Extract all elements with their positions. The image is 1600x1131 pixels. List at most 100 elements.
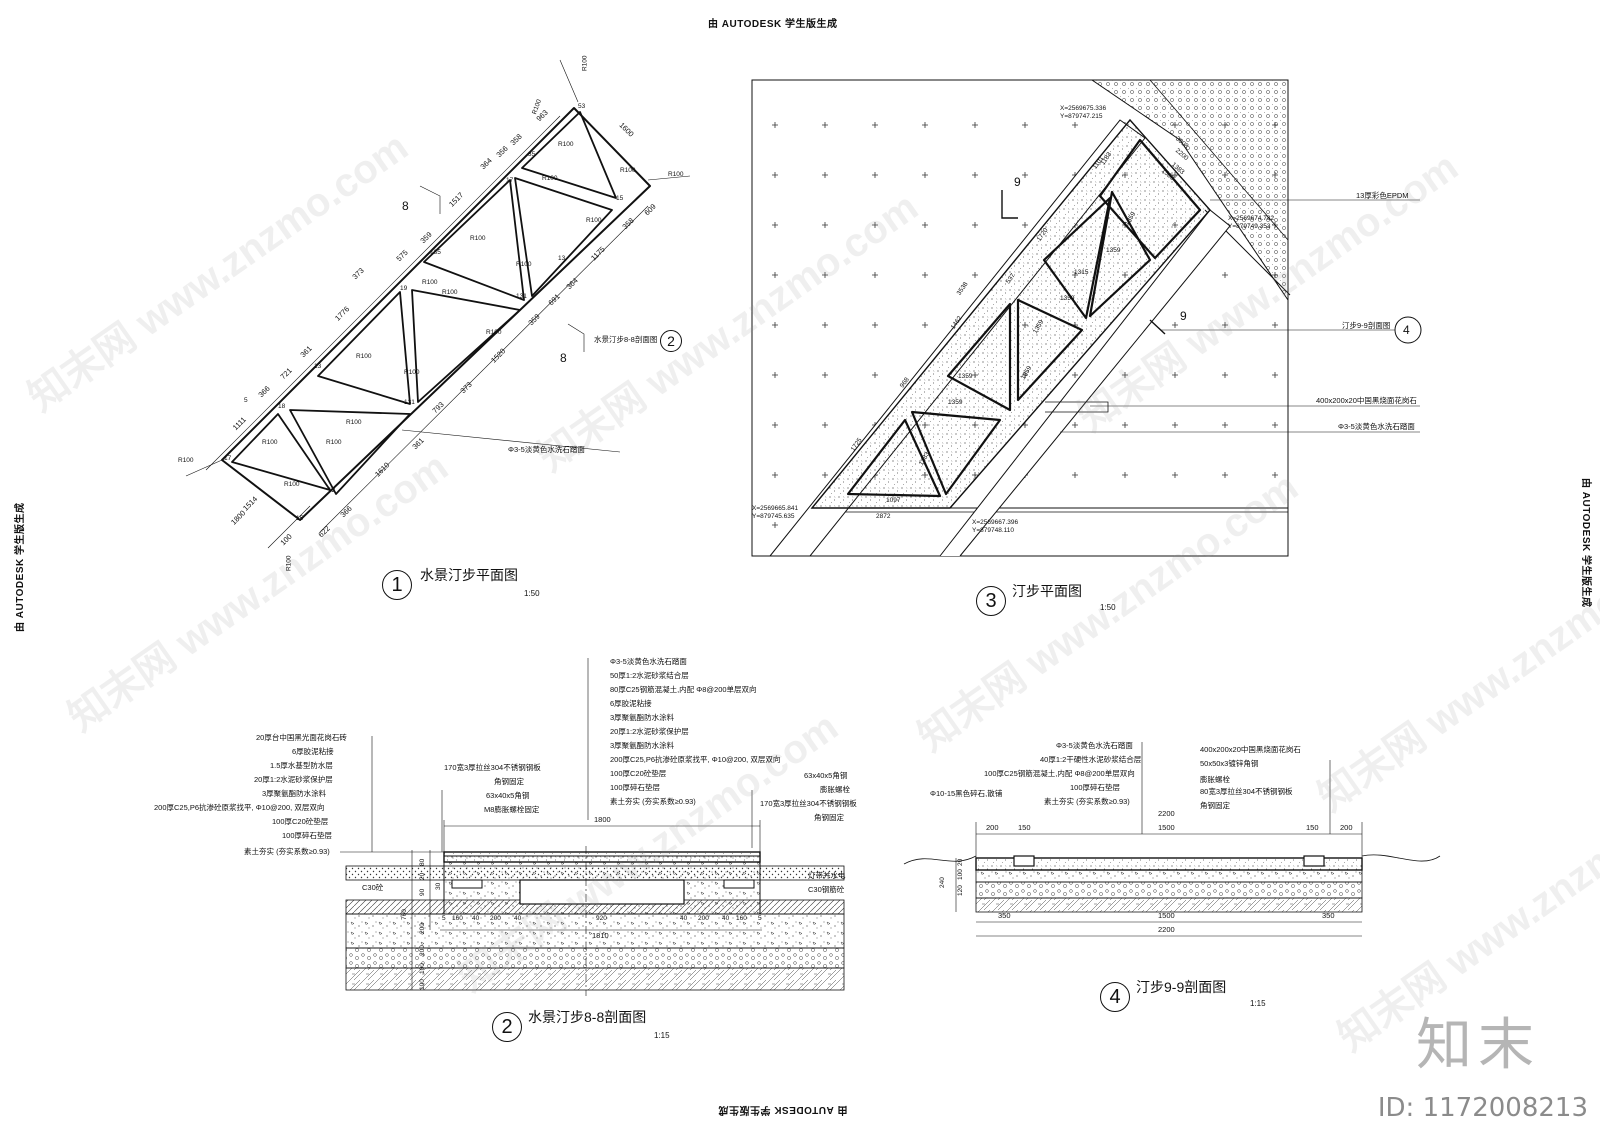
d3-dim: 1315 — [1074, 269, 1089, 276]
d1-node-label: 53 — [578, 103, 586, 110]
d3-callout: 汀步9-9剖面图 — [1342, 321, 1391, 330]
d2-dim-bottom: 40 — [514, 915, 522, 922]
d2-layer-left: 100厚碎石垫层 — [282, 831, 333, 840]
d4-right-note: 50x50x3镀锌角钢 — [1200, 759, 1259, 768]
d2-c30-label: C30砼 — [362, 883, 384, 892]
d3-section-mark: 9 — [1014, 175, 1021, 189]
d2-layer-left: 200厚C25,P6抗渗砼原浆找平, Φ10@200, 双层双向 — [154, 803, 325, 812]
d2-dim-left: 80 — [419, 858, 426, 866]
d1-callout-number: 2 — [660, 330, 682, 352]
d3-callout: 13厚彩色EPDM — [1356, 191, 1409, 200]
d1-radius: R100 — [404, 369, 420, 376]
d1-radius: R100 — [356, 353, 372, 360]
d2-layer-left: 1.5厚水基型防水层 — [270, 761, 333, 770]
d3-epdm — [1090, 79, 1289, 302]
d1-node-label: 12 — [328, 487, 336, 494]
d2-dim-left: 30 — [435, 882, 442, 890]
d1-dimension-lines — [185, 59, 691, 549]
drawing-3-title: 汀步平面图 — [1012, 583, 1082, 599]
edge-label-right: 由 AUTODESK 学生版生成 — [1580, 478, 1591, 608]
d1-node-label: 5 — [244, 397, 248, 404]
d2-note-left: M8膨胀螺栓固定 — [484, 805, 540, 814]
d2-layer-left: 6厚胶泥粘接 — [292, 747, 334, 756]
d1-radius: R100 — [442, 289, 458, 296]
drawing-4-number: 4 — [1100, 982, 1130, 1012]
d1-radius: R100 — [178, 457, 194, 464]
drawing-2-number: 2 — [492, 1012, 522, 1042]
d2-dim-total: 1810 — [592, 931, 609, 940]
d4-dim-left: 20 — [957, 858, 964, 866]
d4-dim-left: 240 — [939, 877, 946, 888]
d1-section-mark: 8 — [402, 199, 409, 213]
d4-pebble: Φ10-15黑色碎石,散铺 — [930, 789, 1003, 798]
d2-dim-bottom: 40 — [680, 915, 688, 922]
d1-node-label: 15 — [616, 195, 624, 202]
d1-radius: R100 — [285, 555, 293, 572]
d4-dim-top: 200 — [1340, 823, 1353, 832]
d3-callout: Φ3-5淡黄色水洗石踏面 — [1338, 422, 1415, 431]
d1-radius: R100 — [558, 141, 574, 148]
d4-dim-bottom: 350 — [1322, 911, 1335, 920]
d1-section-mark-2: 8 — [560, 351, 567, 365]
d2-dim-bottom: 200 — [490, 915, 501, 922]
d3-coord-x: X=2569667.396 — [972, 519, 1019, 526]
d2-note-left: 63x40x5角钢 — [486, 791, 530, 800]
d3-coord-y: Y=879745.635 — [752, 513, 795, 520]
d1-radius: R100 — [422, 279, 438, 286]
drawing-4-scale: 1:15 — [1250, 999, 1266, 1008]
d1-radius: R100 — [326, 439, 342, 446]
d2-layer-top: 200厚C25,P6抗渗砼原浆找平, Φ10@200, 双层双向 — [610, 755, 781, 764]
d1-tri-1 — [231, 413, 331, 491]
d1-radius: R100 — [346, 419, 362, 426]
d2-dim-left: 90 — [419, 888, 426, 896]
d3-dim: 1359 — [958, 373, 973, 380]
d2-dim-left: 760 — [401, 909, 408, 920]
d1-node-label: 131 — [404, 399, 415, 406]
d2-layer-top: 80厚C25钢筋混凝土,内配 Φ8@200单层双向 — [610, 685, 757, 694]
drawing-3-number: 3 — [976, 586, 1006, 616]
d2-note-right: C30钢筋砼 — [808, 885, 845, 894]
d4-dim-left: 120 — [957, 885, 964, 896]
d1-section-callout: 水景汀步8-8剖面图 — [594, 335, 658, 344]
d2-dim-bottom: 160 — [452, 915, 463, 922]
d3-callout-number: 4 — [1403, 323, 1410, 337]
d1-tri-4 — [411, 289, 521, 403]
d1-radius: R100 — [542, 175, 558, 182]
d1-radius: R100 — [262, 439, 278, 446]
d2-layer-top: 100厚C20砼垫层 — [610, 769, 667, 778]
d2-layer-left: 3厚聚氨酯防水涂料 — [262, 789, 327, 798]
d2-note-right: 170宽3厚拉丝304不锈钢钢板 — [760, 799, 857, 808]
d2-note-left: 角钢固定 — [494, 777, 524, 786]
d3-dim: 1097 — [886, 497, 901, 504]
d1-leader-note: Φ3-5淡黄色水洗石踏面 — [508, 445, 585, 454]
d1-node-label: 35 — [528, 151, 536, 158]
d1-tri-2 — [289, 409, 411, 495]
d3-coord-y: Y=879749.353 — [1228, 223, 1271, 230]
edge-label-bottom: 由 AUTODESK 学生版生成 — [718, 1104, 848, 1115]
d3-triangles — [846, 138, 1202, 498]
d2-dim-left: 100 — [419, 979, 426, 990]
d1-radius: R100 — [586, 217, 602, 224]
d3-coord-x: X=2569675.336 — [1060, 105, 1107, 112]
d2-dim-bottom: 40 — [722, 915, 730, 922]
d1-tri-7 — [521, 111, 617, 199]
d2-layer-left: 20厚1:2水泥砂浆保护层 — [254, 775, 333, 784]
d2-dim-left: 100 — [419, 963, 426, 974]
d2-layer-top: 3厚聚氨酯防水涂料 — [610, 741, 675, 750]
d2-dim-left: 200 — [419, 923, 426, 934]
d2-dim-bottom: 920 — [596, 915, 607, 922]
d3-coord-x: X=2569674.782 — [1228, 215, 1275, 222]
edge-label-left: 由 AUTODESK 学生版生成 — [15, 502, 26, 633]
d2-note-right: 膨胀螺栓 — [820, 785, 850, 794]
d1-tri-6 — [514, 177, 613, 297]
d1-outline — [221, 107, 651, 521]
d2-layer-top: 50厚1:2水泥砂浆结合层 — [610, 671, 689, 680]
d1-radius: R100 — [620, 167, 636, 174]
watermark-id: ID: 1172008213 — [1377, 1093, 1588, 1123]
d4-dim-top: 150 — [1018, 823, 1031, 832]
d4-dim-top: 2200 — [1158, 809, 1175, 818]
d2-note-right: 63x40x5角钢 — [804, 771, 848, 780]
d1-node-label: 17 — [506, 177, 514, 184]
drawing-4-title: 汀步9-9剖面图 — [1136, 979, 1227, 995]
